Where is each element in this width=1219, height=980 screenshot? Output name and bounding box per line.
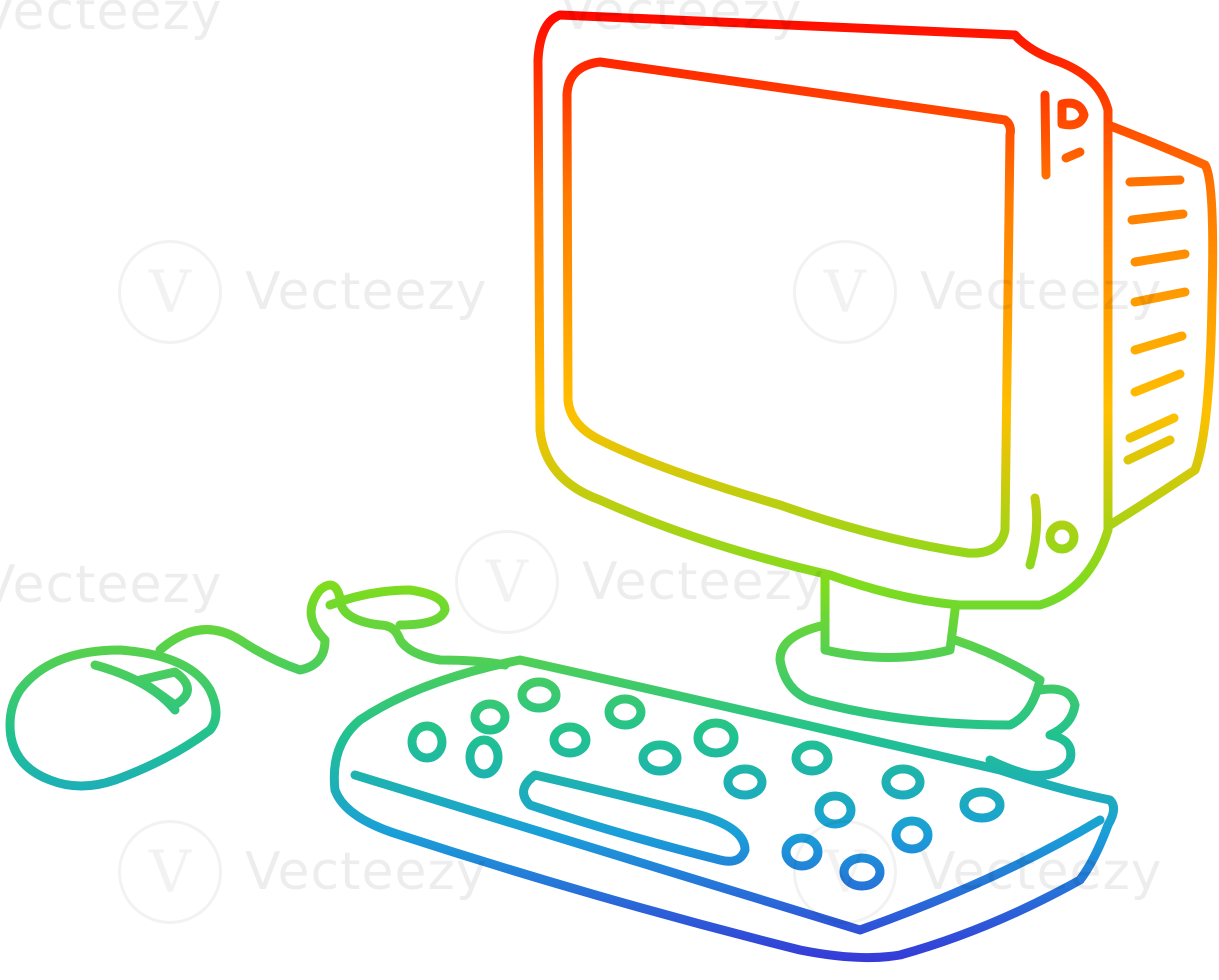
keyboard-body [329,655,1118,963]
front-button-top [1057,98,1089,130]
monitor-neck [820,573,960,662]
vent-slots [1123,175,1190,465]
space-bar [519,770,750,866]
front-led [1061,147,1085,163]
monitor-casing [533,10,1113,610]
monitor-stand [775,620,1045,730]
monitor-screen [562,57,1015,558]
power-slot [1025,493,1042,570]
keyboard-keys [407,677,1005,891]
mouse-body [5,645,221,791]
keyboard-front-edge [350,770,1105,935]
power-button [1045,520,1079,554]
front-slot [1040,90,1051,180]
mouse-cable [155,580,510,675]
monitor-side-panel [1103,120,1218,530]
